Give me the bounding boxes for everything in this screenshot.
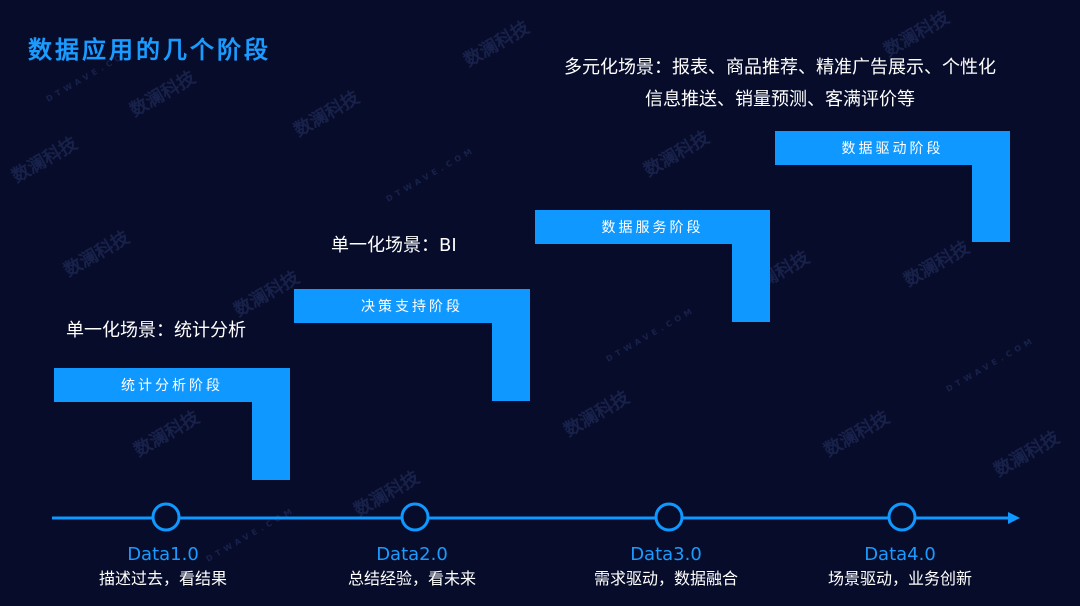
timeline-node-4	[887, 502, 917, 532]
node-description-4: 场景驱动，业务创新	[827, 569, 972, 588]
watermark-text: 数澜科技	[350, 467, 424, 522]
node-label-3: Data3.0 需求驱动，数据融合	[566, 544, 766, 590]
scene-note-multi: 多元化场景：报表、商品推荐、精准广告展示、个性化 信息推送、销量预测、客满评价等	[530, 52, 1030, 116]
timeline-node-3	[654, 502, 684, 532]
scene-note-stage-1: 单一化场景：统计分析	[66, 320, 246, 341]
node-version-3: Data3.0	[630, 544, 702, 565]
watermark-text: 数澜科技	[990, 427, 1064, 482]
node-description-1: 描述过去，看结果	[98, 569, 227, 588]
node-label-4: Data4.0 场景驱动，业务创新	[800, 544, 1000, 590]
watermark-text: 数澜科技	[560, 387, 634, 442]
node-version-1: Data1.0	[127, 544, 199, 565]
watermark-text: 数澜科技	[290, 87, 364, 142]
stage-block-1: 统计分析阶段	[54, 368, 290, 480]
node-version-2: Data2.0	[376, 544, 448, 565]
watermark-text: 数澜科技	[460, 17, 534, 72]
watermark-text: 数澜科技	[126, 67, 200, 122]
watermark-text: 数澜科技	[640, 127, 714, 182]
node-label-1: Data1.0 描述过去，看结果	[63, 544, 263, 590]
stage-leg-4	[972, 131, 1010, 242]
stage-label-4: 数据驱动阶段	[775, 131, 1010, 165]
timeline-node-1	[151, 502, 181, 532]
watermark-text: 数澜科技	[230, 267, 304, 322]
page-title: 数据应用的几个阶段	[28, 36, 271, 64]
stage-block-4: 数据驱动阶段	[775, 131, 1010, 242]
stage-block-2: 决策支持阶段	[294, 289, 530, 401]
watermark-text: 数澜科技	[8, 133, 82, 188]
scene-note-stage-2: 单一化场景：BI	[331, 235, 457, 256]
node-label-2: Data2.0 总结经验，看未来	[312, 544, 512, 590]
watermark-text: DTWAVE.COM	[944, 335, 1037, 394]
node-version-4: Data4.0	[864, 544, 936, 565]
watermark-text: DTWAVE.COM	[384, 145, 477, 204]
node-description-3: 需求驱动，数据融合	[593, 569, 738, 588]
scene-multi-line-1: 多元化场景：报表、商品推荐、精准广告展示、个性化	[564, 57, 996, 78]
watermark-text: 数澜科技	[900, 237, 974, 292]
watermark-text: 数澜科技	[820, 407, 894, 462]
node-description-2: 总结经验，看未来	[347, 569, 476, 588]
stage-label-1: 统计分析阶段	[54, 368, 290, 402]
timeline-arrow-icon	[1008, 512, 1020, 524]
watermark-text: 数澜科技	[60, 227, 134, 282]
stage-block-3: 数据服务阶段	[535, 210, 770, 322]
stage-leg-1	[252, 368, 290, 480]
scene-multi-line-2: 信息推送、销量预测、客满评价等	[645, 89, 915, 110]
stage-label-3: 数据服务阶段	[535, 210, 770, 244]
stage-leg-3	[732, 210, 770, 322]
stage-leg-2	[492, 289, 530, 401]
timeline-node-2	[400, 502, 430, 532]
stage-label-2: 决策支持阶段	[294, 289, 530, 323]
